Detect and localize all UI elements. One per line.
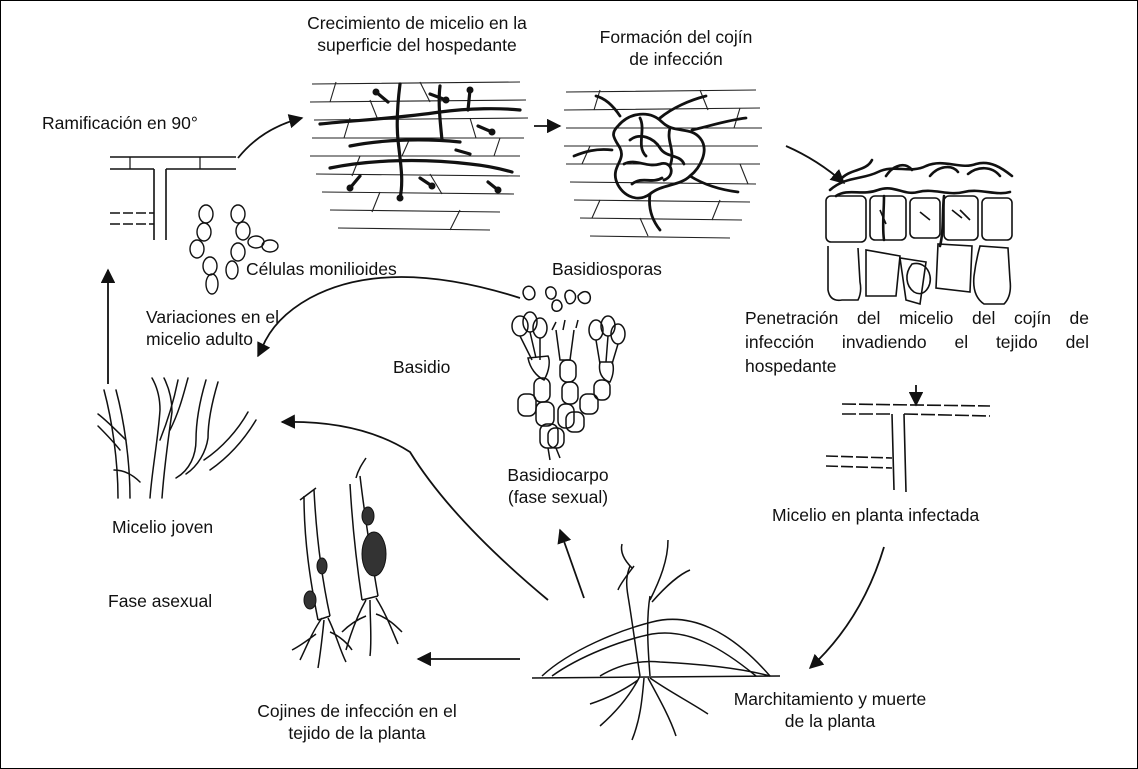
label-young-mycelium: Micelio joven (112, 516, 213, 538)
arrow-branching-to-surface (238, 118, 302, 158)
penetration-drawing (826, 196, 1012, 304)
label-growth-surface: Crecimiento de micelio en la superficie … (262, 12, 572, 56)
branching-hypha-drawing (110, 157, 236, 240)
basidiospores-drawing (523, 286, 590, 311)
label-penetration-line2: infección invadiendo el tejido del (745, 330, 1089, 354)
label-branching: Ramificación en 90° (42, 112, 198, 134)
arrow-basidiospores-to-young (258, 277, 520, 356)
surface-growth-drawing (310, 82, 528, 230)
label-wilting: Marchitamiento y muerte de la planta (700, 688, 960, 732)
label-basidiocarp: Basidiocarpo (fase sexual) (478, 464, 638, 508)
label-cushions-tissue: Cojines de infección en el tejido de la … (212, 700, 502, 744)
label-penetration-line1: Penetración del micelio del cojín de (745, 306, 1089, 330)
label-basidium: Basidio (393, 356, 450, 378)
label-basidiospores: Basidiosporas (552, 258, 662, 280)
label-monilioid-cells: Células monilioides (246, 258, 397, 280)
arrow-cushion-to-penetration (786, 146, 844, 183)
cycle-arrows (108, 118, 916, 668)
basidium-drawing (512, 312, 625, 460)
arrow-wilting-to-basidiocarp (560, 530, 584, 598)
label-asexual-phase: Fase asexual (108, 590, 212, 612)
infected-mycelium-drawing (826, 404, 990, 492)
young-mycelium-drawing (98, 378, 256, 498)
label-adult-variations: Variaciones en el micelio adulto (146, 306, 279, 350)
arrow-infected-to-wilting (810, 547, 884, 668)
label-penetration-line3: hospedante (745, 354, 1089, 378)
monilioid-cells-drawing (190, 205, 278, 294)
label-cushion-formation: Formación del cojín de infección (566, 26, 786, 70)
infection-cushion-drawing (574, 96, 746, 230)
label-infected-mycelium: Micelio en planta infectada (772, 504, 979, 526)
label-penetration: Penetración del micelio del cojín de inf… (745, 306, 1089, 378)
penetration-hyphae-drawing (830, 160, 1012, 246)
